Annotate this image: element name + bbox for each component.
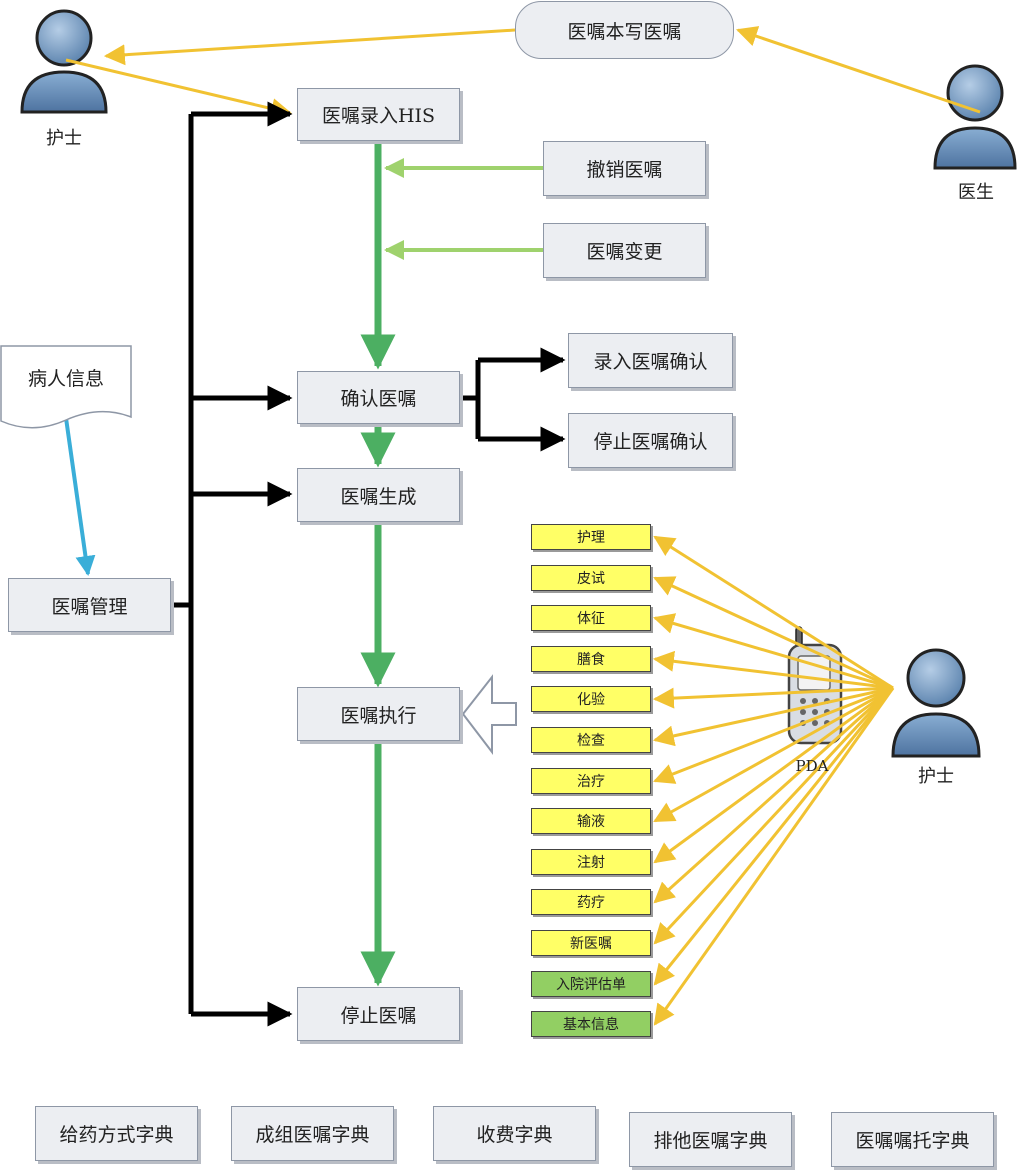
pda-arrow — [653, 686, 894, 784]
nurse-right-icon — [891, 648, 981, 758]
execution-item: 基本信息 — [531, 1011, 651, 1037]
execution-item: 药疗 — [531, 889, 651, 915]
execution-item: 检查 — [531, 727, 651, 753]
execution-item: 化验 — [531, 686, 651, 712]
pda-arrow — [653, 687, 895, 1026]
pda-arrow — [653, 686, 894, 864]
order-execute-node: 医嘱执行 — [297, 687, 460, 741]
edge-handwritten-to-nurse — [103, 28, 516, 66]
pda-arrow — [652, 686, 894, 747]
control-bus — [170, 101, 293, 1027]
pda-arrow — [653, 686, 895, 904]
pda-fan-arrows — [652, 535, 895, 1026]
pda-arrow — [653, 576, 894, 690]
execution-item: 输液 — [531, 808, 651, 834]
edge-nurse-to-his — [65, 58, 293, 119]
dictionary-exclusive: 排他医嘱字典 — [629, 1112, 792, 1167]
confirm-branch — [459, 347, 566, 452]
confirm-stop-node: 停止医嘱确认 — [568, 413, 733, 468]
order-entry-his-node: 医嘱录入HIS — [297, 88, 460, 141]
edge-patient-to-management — [64, 417, 96, 576]
pda-arrow — [652, 650, 894, 690]
execution-item: 治疗 — [531, 768, 651, 794]
pda-label: PDA — [795, 757, 829, 775]
pda-arrow — [653, 686, 894, 823]
hollow-arrow-icon — [461, 674, 517, 755]
execution-item: 注射 — [531, 849, 651, 875]
dictionary-route: 给药方式字典 — [35, 1106, 198, 1161]
cancel-order-node: 撤销医嘱 — [543, 141, 706, 196]
dictionary-instruction: 医嘱嘱托字典 — [831, 1112, 994, 1167]
confirm-order-node: 确认医嘱 — [297, 371, 460, 424]
handwritten-order-node: 医嘱本写医嘱 — [515, 1, 734, 59]
execution-item: 体征 — [531, 605, 651, 631]
nurse-top-icon — [20, 9, 108, 114]
pda-arrow — [652, 613, 894, 690]
dictionary-group: 成组医嘱字典 — [231, 1106, 394, 1161]
patient-info-label: 病人信息 — [27, 368, 104, 390]
patient-info-doc — [0, 345, 132, 429]
nurse-top-label: 护士 — [46, 128, 82, 149]
edge-doctor-to-handwritten — [736, 26, 981, 114]
execution-item: 皮试 — [531, 565, 651, 591]
order-management-node: 医嘱管理 — [8, 578, 171, 632]
pda-arrow — [653, 535, 894, 690]
order-generate-node: 医嘱生成 — [297, 468, 460, 522]
stop-order-node: 停止医嘱 — [297, 987, 460, 1041]
confirm-entry-node: 录入医嘱确认 — [568, 333, 733, 388]
doctor-label: 医生 — [958, 182, 994, 203]
execution-item: 入院评估单 — [531, 971, 651, 997]
pda-arrow — [653, 686, 895, 945]
execution-item: 护理 — [531, 524, 651, 550]
execution-item: 膳食 — [531, 646, 651, 672]
pda-arrow — [653, 687, 895, 986]
dictionary-fee: 收费字典 — [433, 1106, 596, 1161]
execution-item: 新医嘱 — [531, 930, 651, 956]
doctor-icon — [933, 64, 1017, 170]
order-change-node: 医嘱变更 — [543, 223, 706, 278]
pda-arrow — [652, 686, 894, 709]
nurse-right-label: 护士 — [918, 766, 954, 787]
